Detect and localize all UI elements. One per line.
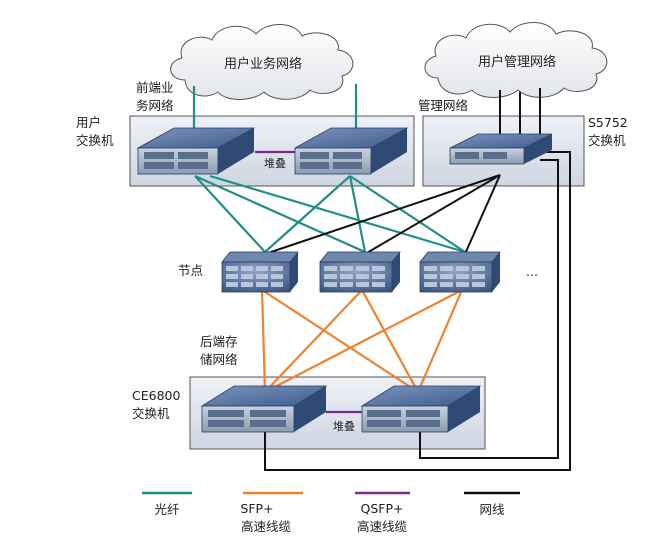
business-network-cloud: 用户业务网络 — [170, 24, 354, 100]
s5752-label-line1: S5752 — [588, 115, 628, 130]
user-switch-label-line1: 用户 — [76, 115, 101, 130]
ce6800-label-line2: 交换机 — [132, 406, 170, 421]
legend-label-sfp-line2: 高速线缆 — [241, 519, 292, 534]
fiber-links — [192, 84, 466, 254]
ce6800-switch-b-icon — [360, 385, 482, 433]
s5752-switch-icon — [449, 133, 553, 165]
legend: 光纤 SFP+ 高速线缆 QSFP+ 高速线缆 网线 — [142, 491, 520, 534]
user-switch-label-line2: 交换机 — [76, 133, 114, 148]
business-network-label: 用户业务网络 — [224, 56, 302, 72]
node-label: 节点 — [178, 263, 203, 278]
user-switch-b-icon — [293, 127, 409, 175]
legend-item-sfp: SFP+ 高速线缆 — [240, 491, 303, 534]
storage-node-1-icon — [221, 251, 299, 293]
network-cable-links — [264, 88, 571, 471]
management-network-label: 用户管理网络 — [478, 54, 556, 70]
front-network-label-line1: 前端业 — [136, 80, 174, 95]
storage-node-2-icon — [319, 251, 401, 293]
sfp-cable-links — [260, 289, 464, 393]
legend-item-network-cable: 网线 — [464, 491, 520, 517]
legend-item-fiber: 光纤 — [142, 491, 192, 517]
bottom-stack-label: 堆叠 — [333, 420, 355, 433]
management-network-cloud: 用户管理网络 — [424, 22, 608, 98]
legend-label-qsfp-line2: 高速线缆 — [357, 519, 408, 534]
user-switch-a-icon — [136, 127, 256, 175]
more-nodes-ellipsis: ... — [526, 264, 538, 279]
legend-label-qsfp-line1: QSFP+ — [361, 501, 404, 516]
legend-label-fiber: 光纤 — [154, 502, 180, 517]
ce6800-label-line1: CE6800 — [132, 388, 180, 403]
back-network-label-line1: 后端存 — [200, 334, 238, 349]
ce6800-switch-a-icon — [200, 385, 328, 433]
front-network-label-line2: 务网络 — [136, 98, 174, 113]
back-network-label-line2: 储网络 — [200, 352, 238, 367]
legend-item-qsfp: QSFP+ 高速线缆 — [355, 491, 410, 534]
management-network-side-label: 管理网络 — [418, 98, 469, 113]
legend-label-network-cable: 网线 — [479, 502, 505, 517]
legend-label-sfp-line1: SFP+ — [240, 501, 273, 516]
qsfp-stack-links — [255, 150, 362, 414]
s5752-label-line2: 交换机 — [588, 133, 626, 148]
top-stack-label: 堆叠 — [264, 157, 286, 170]
storage-node-3-icon — [419, 251, 501, 293]
